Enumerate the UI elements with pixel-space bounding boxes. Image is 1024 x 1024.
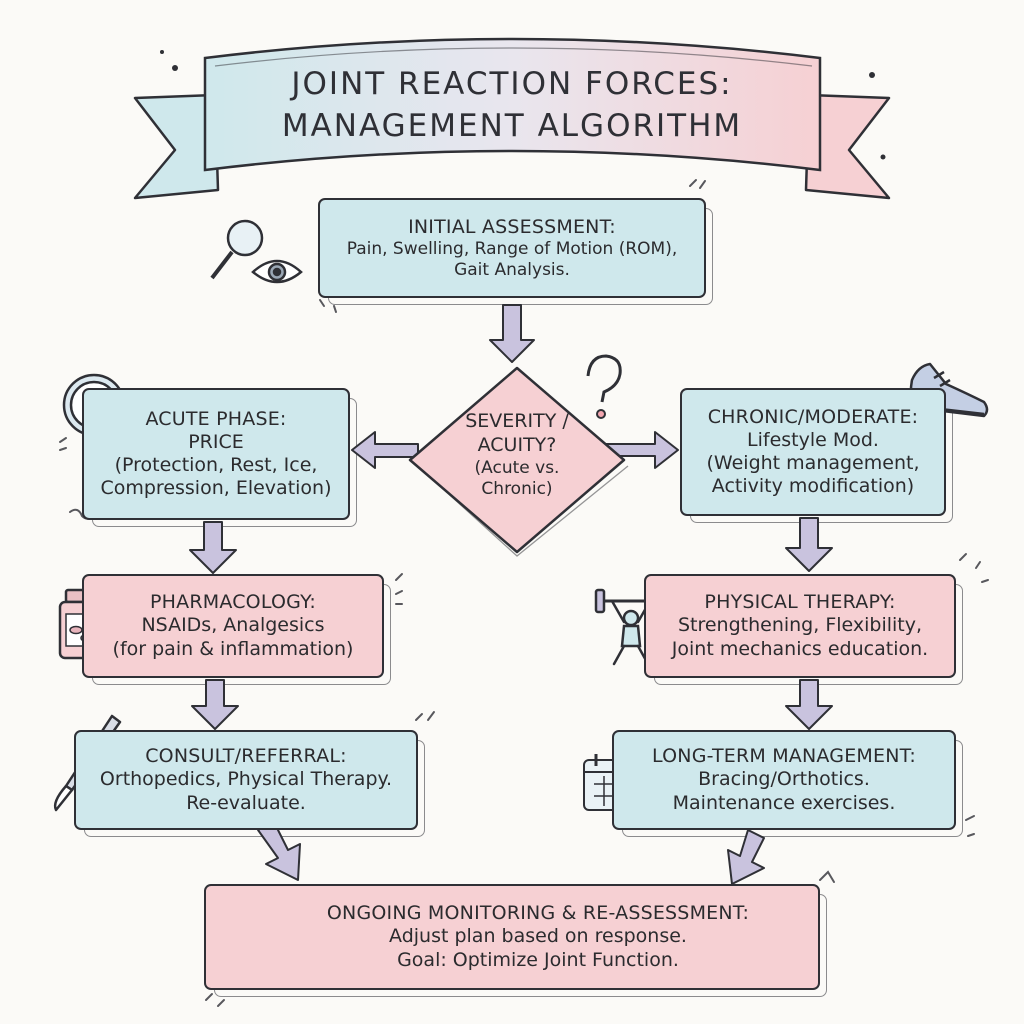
decision-line: SEVERITY / bbox=[465, 410, 569, 432]
node-text: Lifestyle Mod. bbox=[747, 428, 879, 451]
arrow-consult-to-monitoring bbox=[257, 821, 301, 881]
node-heading: CONSULT/REFERRAL: bbox=[145, 745, 347, 768]
arrow-initial-to-decision bbox=[489, 304, 535, 363]
decision-line: (Acute vs. bbox=[474, 457, 560, 478]
node-long-term-management: LONG-TERM MANAGEMENT: Bracing/Orthotics.… bbox=[612, 730, 963, 837]
title-line-2: MANAGEMENT ALGORITHM bbox=[281, 108, 743, 144]
node-text: Orthopedics, Physical Therapy. bbox=[99, 768, 393, 791]
node-heading: ONGOING MONITORING & RE-ASSESSMENT: bbox=[326, 902, 750, 925]
arrow-pharmacology-to-consult bbox=[191, 679, 239, 730]
arrow-longterm-to-monitoring bbox=[727, 829, 765, 885]
node-text: (for pain & inflammation) bbox=[112, 637, 354, 660]
node-heading: LONG-TERM MANAGEMENT: bbox=[652, 745, 916, 768]
node-text: (Protection, Rest, Ice, bbox=[114, 454, 318, 476]
node-heading: PHYSICAL THERAPY: bbox=[704, 591, 896, 614]
decision-label: SEVERITY / ACUITY? (Acute vs. Chronic) bbox=[427, 410, 607, 500]
decision-line: Chronic) bbox=[481, 478, 553, 499]
node-text: NSAIDs, Analgesics bbox=[141, 614, 325, 637]
question-mark-icon bbox=[586, 354, 622, 419]
node-text: Bracing/Orthotics. bbox=[698, 768, 870, 791]
node-text: Adjust plan based on response. bbox=[389, 925, 687, 948]
node-initial-assessment: INITIAL ASSESSMENT: Pain, Swelling, Rang… bbox=[318, 198, 713, 305]
eye-icon bbox=[251, 259, 303, 284]
node-text: Gait Analysis. bbox=[454, 259, 570, 280]
magnifier-icon bbox=[210, 219, 264, 280]
node-text: Goal: Optimize Joint Function. bbox=[397, 948, 679, 971]
arrow-pt-to-longterm bbox=[785, 679, 833, 730]
node-text: Activity modification) bbox=[711, 475, 915, 498]
node-text: Re-evaluate. bbox=[186, 791, 306, 814]
node-physical-therapy: PHYSICAL THERAPY: Strengthening, Flexibi… bbox=[644, 574, 963, 685]
node-text: (Weight management, bbox=[706, 452, 920, 474]
node-heading: INITIAL ASSESSMENT: bbox=[408, 215, 616, 238]
decision-line: ACUITY? bbox=[477, 433, 557, 456]
arrow-acute-to-pharmacology bbox=[189, 521, 237, 574]
node-heading: CHRONIC/MODERATE: bbox=[707, 405, 919, 428]
node-heading: ACUTE PHASE: bbox=[145, 407, 287, 430]
arrow-decision-to-acute bbox=[351, 431, 419, 469]
node-consult-referral: CONSULT/REFERRAL: Orthopedics, Physical … bbox=[74, 730, 425, 837]
arrow-chronic-to-pt bbox=[785, 517, 833, 572]
node-text: Joint mechanics education. bbox=[671, 637, 929, 660]
node-acute-phase: ACUTE PHASE: PRICE (Protection, Rest, Ic… bbox=[82, 388, 357, 527]
node-text: Maintenance exercises. bbox=[672, 791, 896, 814]
node-text: Pain, Swelling, Range of Motion (ROM), bbox=[346, 238, 678, 259]
node-ongoing-monitoring: ONGOING MONITORING & RE-ASSESSMENT: Adju… bbox=[204, 884, 827, 997]
node-text: PRICE bbox=[188, 430, 244, 453]
node-pharmacology: PHARMACOLOGY: NSAIDs, Analgesics (for pa… bbox=[82, 574, 391, 685]
decision-diamond bbox=[408, 366, 626, 554]
node-chronic-moderate: CHRONIC/MODERATE: Lifestyle Mod. (Weight… bbox=[680, 388, 953, 523]
node-text: Compression, Elevation) bbox=[100, 477, 332, 500]
node-text: Strengthening, Flexibility, bbox=[677, 614, 923, 637]
title-line-1: JOINT REACTION FORCES: bbox=[291, 66, 733, 102]
title-banner bbox=[133, 37, 891, 200]
node-heading: PHARMACOLOGY: bbox=[150, 591, 316, 614]
